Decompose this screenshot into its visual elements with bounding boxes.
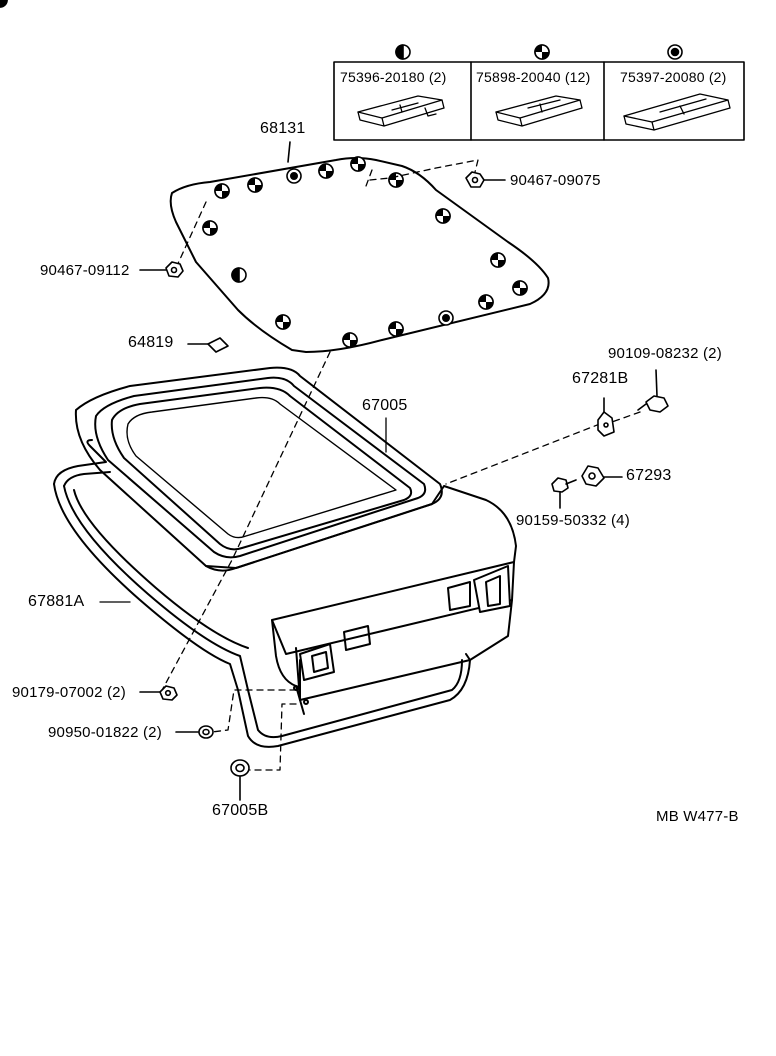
part-90109-08232-label: 90109-08232 (2): [608, 345, 722, 362]
nut-90179-07002-icon: [139, 685, 178, 701]
clip-75898-drawing: [495, 95, 583, 127]
part-68131-label: 68131: [260, 120, 306, 137]
nut-90467-09075-icon: [465, 171, 506, 188]
part-90950-01822-label: 90950-01822 (2): [48, 724, 162, 741]
quartered-circle-icon: [534, 44, 550, 60]
clip-64819-icon: [187, 337, 229, 353]
part-64819-label: 64819: [128, 334, 174, 351]
dashed-assembly-lines: [159, 159, 641, 771]
clip-75898-label: 75898-20040 (12): [476, 69, 591, 85]
weatherstrip-67881A: [53, 439, 471, 748]
part-67881A-label: 67881A: [28, 593, 85, 610]
trunk-lid-67005: [74, 366, 517, 715]
stopper-67005B-icon: [230, 759, 250, 801]
part-90467-09112-label: 90467-09112: [40, 262, 130, 279]
part-67005-label: 67005: [362, 397, 408, 414]
bolt-90159-50332-icon: [551, 477, 577, 509]
bolt-90109-08232-icon: [637, 369, 669, 413]
part-90159-50332-label: 90159-50332 (4): [516, 512, 630, 529]
panel-clip-holes: [0, 0, 8, 8]
panel-dot-holes: [286, 168, 454, 326]
part-67293-label: 67293: [626, 467, 672, 484]
drawing-code: MB W477-B: [656, 808, 739, 825]
part-90467-09075-label: 90467-09075: [510, 172, 601, 189]
quartered-clip-hole-icon: [0, 0, 8, 8]
dot-circle-icon: [667, 44, 683, 60]
half-circle-icon: [395, 44, 411, 60]
nut-90467-09112-icon: [139, 261, 184, 278]
clip-75396-label: 75396-20180 (2): [340, 69, 447, 85]
bumper-90950-01822-icon: [175, 725, 214, 739]
latch-67293-icon: [581, 465, 623, 487]
clip-75396-drawing: [357, 95, 445, 127]
part-67281B-label: 67281B: [572, 370, 629, 387]
clip-75397-label: 75397-20080 (2): [620, 69, 727, 85]
panel-half-holes: [231, 267, 247, 283]
trim-panel-68131: [0, 0, 550, 353]
label-leaders: [99, 417, 387, 603]
clip-75397-drawing: [623, 93, 731, 131]
part-90179-07002-label: 90179-07002 (2): [12, 684, 126, 701]
part-67005B-label: 67005B: [212, 802, 269, 819]
clip-reference-table: [333, 44, 745, 141]
leader-68131: [287, 141, 291, 163]
bracket-67281B-icon: [597, 397, 615, 437]
